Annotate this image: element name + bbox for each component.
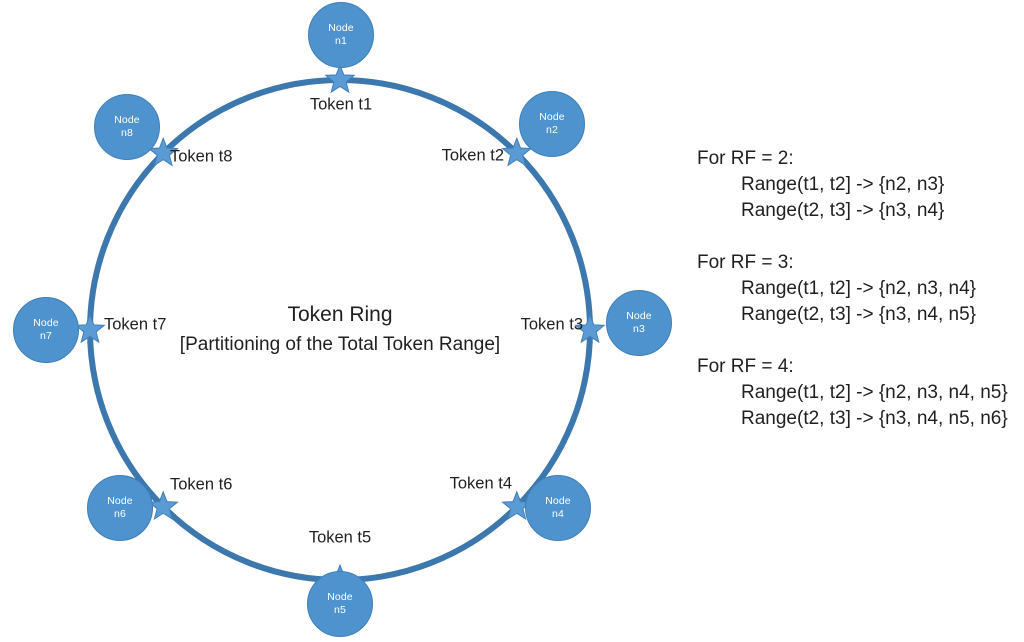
legend-group: For RF = 2: Range(t1, t2] -> {n2, n3} Rang…	[697, 146, 1017, 224]
token-label-token-t5: Token t5	[308, 528, 372, 547]
token-marker-star-n2[interactable]	[501, 136, 533, 167]
token-marker-star-n7[interactable]	[74, 313, 106, 344]
legend-rule: Range(t1, t2] -> {n2, n3}	[741, 174, 945, 195]
node-label-word: Node	[626, 310, 652, 322]
node-label-word: Node	[328, 22, 354, 34]
node-label-id: n8	[121, 127, 133, 139]
token-marker-star-n1[interactable]	[324, 63, 356, 94]
token-label-token-t8: Token t8	[170, 147, 233, 166]
token-label-token-t6: Token t6	[170, 475, 233, 494]
node-label-id: n7	[40, 330, 52, 342]
token-label-token-t1: Token t1	[309, 95, 373, 114]
node-label-id: n6	[114, 508, 126, 520]
legend-rule: Range(t1, t2] -> {n2, n3, n4, n5}	[741, 382, 1008, 403]
legend-heading: For RF = 2:	[697, 148, 794, 169]
token-label-token-t2: Token t2	[441, 146, 504, 165]
node-label-word: Node	[545, 495, 571, 507]
legend-rule: Range(t2, t3] -> {n3, n4}	[741, 200, 945, 221]
ring-title: Token Ring	[287, 303, 393, 326]
node-label-id: n3	[633, 323, 645, 335]
token-label-token-t3: Token t3	[520, 315, 583, 334]
token-label-token-t7: Token t7	[104, 315, 167, 334]
ring-caption: Token Ring [Partitioning of the Total To…	[180, 300, 500, 360]
legend-group: For RF = 4: Range(t1, t2] -> {n2, n3, n4,…	[697, 354, 1017, 432]
node-label-id: n4	[552, 508, 564, 520]
node-label-word: Node	[107, 495, 133, 507]
legend-rule: Range(t2, t3] -> {n3, n4, n5, n6}	[741, 408, 1008, 429]
node-label-word: Node	[539, 111, 565, 123]
token-marker-star-n3[interactable]	[574, 313, 606, 344]
replication-factor-legend: For RF = 2: Range(t1, t2] -> {n2, n3} Rang…	[697, 146, 1017, 432]
legend-heading: For RF = 3:	[697, 252, 794, 273]
legend-rule: Range(t2, t3] -> {n3, n4, n5}	[741, 304, 977, 325]
legend-heading: For RF = 4:	[697, 356, 794, 377]
legend-group: For RF = 3: Range(t1, t2] -> {n2, n3, n4}…	[697, 250, 1017, 328]
ring-subtitle: [Partitioning of the Total Token Range]	[179, 334, 501, 355]
node-label-word: Node	[327, 591, 353, 603]
node-label-id: n1	[335, 35, 347, 47]
token-label-token-t4: Token t4	[449, 474, 512, 493]
token-marker-star-n8[interactable]	[147, 136, 179, 167]
node-label-id: n2	[546, 124, 558, 136]
legend-rule: Range(t1, t2] -> {n2, n3, n4}	[741, 278, 977, 299]
node-label-word: Node	[33, 317, 59, 329]
node-label-id: n5	[334, 604, 346, 616]
node-label-word: Node	[114, 114, 140, 126]
